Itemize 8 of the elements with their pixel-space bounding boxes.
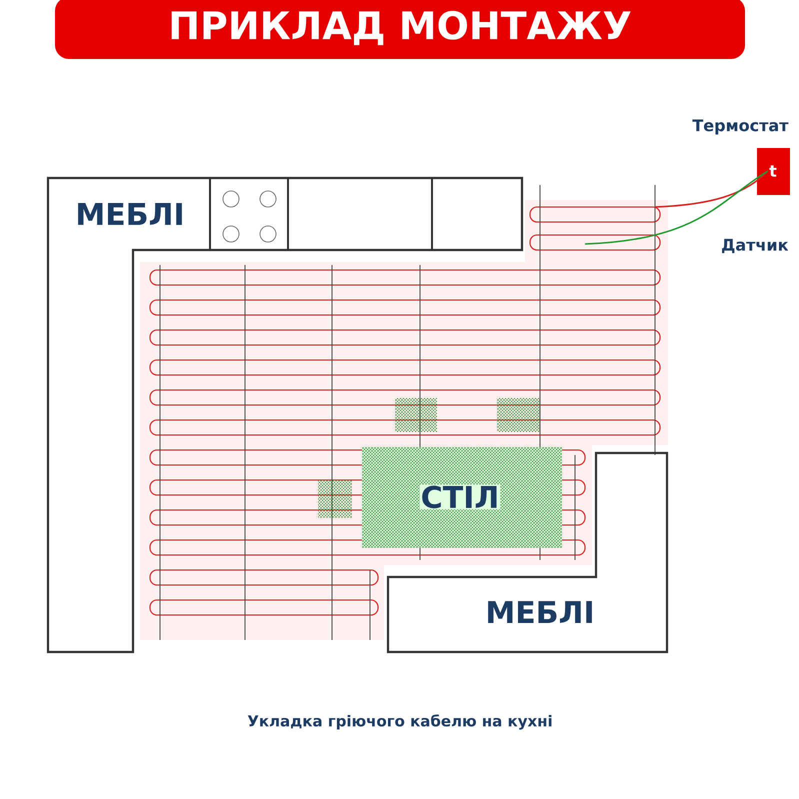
- table-drawing: СТІЛ: [420, 484, 500, 510]
- title-banner: ПРИКЛАД МОНТАЖУ: [55, 0, 746, 59]
- cable-wire: [584, 170, 768, 245]
- caption: Укладка гріючого кабелю на кухні: [248, 714, 552, 730]
- thermostat-box: t: [757, 148, 790, 195]
- cable-wire: [654, 170, 768, 208]
- thermostat-label: Термостат: [692, 119, 788, 134]
- edge-label: Датчик: [722, 238, 788, 254]
